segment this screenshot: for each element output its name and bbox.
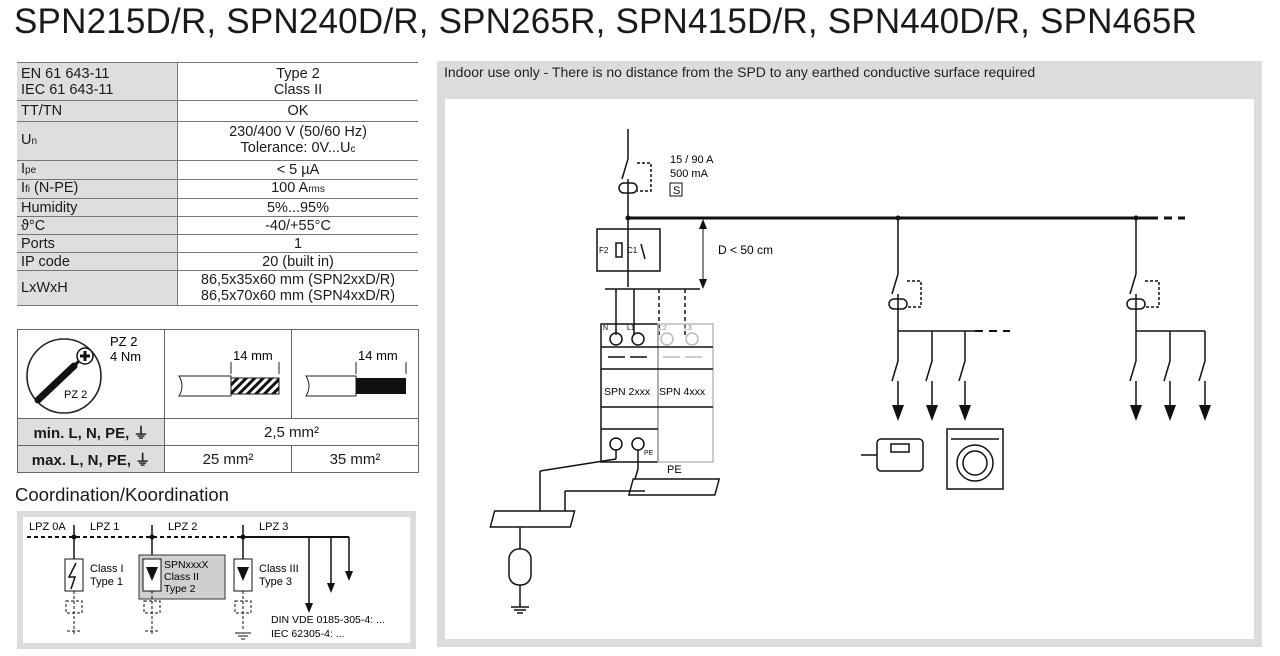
min-cross-section-value: 2,5 mm²: [164, 418, 419, 446]
table-row: TT/TN OK: [17, 100, 418, 122]
spec-value: 20 (built in): [177, 252, 418, 271]
spec-value: 1: [177, 234, 418, 253]
spec-value-sub: rms: [308, 184, 325, 195]
table-row: Ipe < 5 µA: [17, 160, 418, 180]
device-label: Type 3: [259, 576, 292, 588]
spec-key-sub: pe: [25, 165, 37, 176]
spec-value: Class II: [273, 81, 323, 98]
max-cross-section-value: 35 mm²: [291, 445, 419, 473]
strip-length-label: 14 mm: [233, 348, 273, 363]
spec-key: EN 61 643-11: [21, 65, 110, 82]
installation-diagram: 15 / 90 A 500 mA S D < 50 cm F2 C1 N L1 …: [489, 129, 1211, 614]
table-row: LxWxH 86,5x35x60 mm (SPN2xxD/R)86,5x70x6…: [17, 270, 418, 306]
device-label: Type 1: [90, 576, 123, 588]
max-cross-section-label: max. L, N, PE,: [31, 451, 131, 469]
rcd-rating: 15 / 90 A: [670, 154, 714, 166]
table-row: ϑ°C -40/+55°C: [17, 216, 418, 235]
distance-label: D < 50 cm: [718, 243, 773, 257]
spec-key: IEC 61 643-11: [21, 81, 114, 98]
installation-panel: Indoor use only - There is no distance f…: [437, 61, 1262, 647]
screwdriver-icon: PZ 2 4 Nm PZ 2: [26, 334, 141, 414]
spec-value: 86,5x70x60 mm (SPN4xxD/R): [200, 288, 396, 304]
spec-key: U: [21, 132, 32, 148]
zone-label: LPZ 2: [168, 521, 197, 533]
pe-terminal-label: PE: [644, 450, 654, 457]
spec-value: 230/400 V (50/60 Hz): [229, 124, 367, 140]
rcd-sensitivity: 500 mA: [670, 168, 709, 180]
spec-key-sub: fi: [25, 184, 31, 195]
spec-key: ϑ°C: [17, 216, 178, 235]
torque-label: 4 Nm: [110, 349, 141, 364]
max-cross-section-value: 25 mm²: [164, 445, 292, 473]
device-label: Class III: [259, 563, 299, 575]
pe-label: PE: [667, 464, 682, 476]
standard-label: DIN VDE 0185-305-4: ...: [271, 614, 385, 626]
spec-value: 100 A: [271, 180, 309, 196]
device-label: Class I: [90, 563, 124, 575]
strip-cell-1: 14 mm: [164, 329, 292, 419]
zone-label: LPZ 0A: [29, 521, 66, 533]
stripped-wire-icon: 14 mm: [178, 348, 280, 397]
terminal-label: N: [603, 325, 608, 332]
terminal-label: L3: [684, 325, 692, 332]
device-label: Class II: [164, 571, 199, 583]
table-row: max. L, N, PE, ⏚ 25 mm² 35 mm²: [17, 445, 419, 473]
zone-label: LPZ 1: [90, 521, 119, 533]
min-cross-section-label: min. L, N, PE,: [33, 424, 130, 442]
spec-key: LxWxH: [17, 270, 178, 306]
spec-key: IP code: [17, 252, 178, 271]
table-row: IP code 20 (built in): [17, 252, 418, 271]
spec-value: 5%...95%: [177, 198, 418, 217]
spec-key: I: [21, 161, 26, 177]
terminal-label: L1: [627, 325, 635, 332]
table-row: PZ 2 4 Nm PZ 2 14 mm 14 mm: [17, 329, 419, 419]
wiring-table: PZ 2 4 Nm PZ 2 14 mm 14 mm: [17, 329, 419, 473]
strip-cell-2: 14 mm: [291, 329, 419, 419]
spec-key: I: [21, 180, 26, 196]
earth-icon: ⏚: [135, 451, 151, 469]
table-row: min. L, N, PE, ⏚ 2,5 mm²: [17, 418, 419, 446]
spec-value: Type 2: [276, 65, 320, 82]
table-row: Ifi (N-PE) 100 Arms: [17, 179, 418, 199]
spec-value: -40/+55°C: [177, 216, 418, 235]
device-label: Type 2: [164, 583, 196, 595]
coordination-panel: LPZ 0A LPZ 1 LPZ 2 LPZ 3 Class I Type 1 …: [17, 511, 416, 649]
standard-label: IEC 62305-4: ...: [271, 628, 345, 640]
earth-icon: ⏚: [133, 424, 149, 442]
screwdriver-cell: PZ 2 4 Nm PZ 2: [17, 329, 165, 419]
spec-value: < 5 µA: [177, 160, 418, 180]
fuse-label: F2: [599, 246, 609, 255]
strip-length-label: 14 mm: [358, 348, 398, 363]
spec-key: (N-PE): [30, 180, 79, 196]
device-label: SPNxxxX: [164, 559, 208, 571]
spec-key-sub: n: [31, 136, 38, 147]
module-label: SPN 4xxx: [659, 386, 706, 398]
spec-value-sub: c: [350, 144, 356, 155]
table-row: Ports 1: [17, 234, 418, 253]
zone-label: LPZ 3: [259, 521, 288, 533]
table-row: Humidity 5%...95%: [17, 198, 418, 217]
coordination-heading: Coordination/Koordination: [15, 484, 229, 505]
screw-label: PZ 2: [64, 389, 87, 401]
switch-label: C1: [627, 246, 638, 255]
spec-key: Humidity: [17, 198, 178, 217]
spec-key: Ports: [17, 234, 178, 253]
driver-label: PZ 2: [110, 334, 137, 349]
page-title: SPN215D/R, SPN240D/R, SPN265R, SPN415D/R…: [14, 2, 1198, 41]
spec-key: TT/TN: [17, 100, 178, 122]
ferrule-wire-icon: 14 mm: [305, 348, 407, 397]
terminal-label: L2: [659, 325, 667, 332]
spec-value: OK: [177, 100, 418, 122]
table-row: Un 230/400 V (50/60 Hz)Tolerance: 0V...U…: [17, 121, 418, 161]
spec-value: 86,5x35x60 mm (SPN2xxD/R): [200, 272, 396, 288]
coordination-diagram: LPZ 0A LPZ 1 LPZ 2 LPZ 3 Class I Type 1 …: [27, 521, 385, 640]
rcd-type: S: [673, 185, 680, 197]
spec-value: Tolerance: 0V...U: [240, 140, 351, 156]
module-label: SPN 2xxx: [604, 386, 651, 398]
installation-note: Indoor use only - There is no distance f…: [444, 64, 1036, 80]
